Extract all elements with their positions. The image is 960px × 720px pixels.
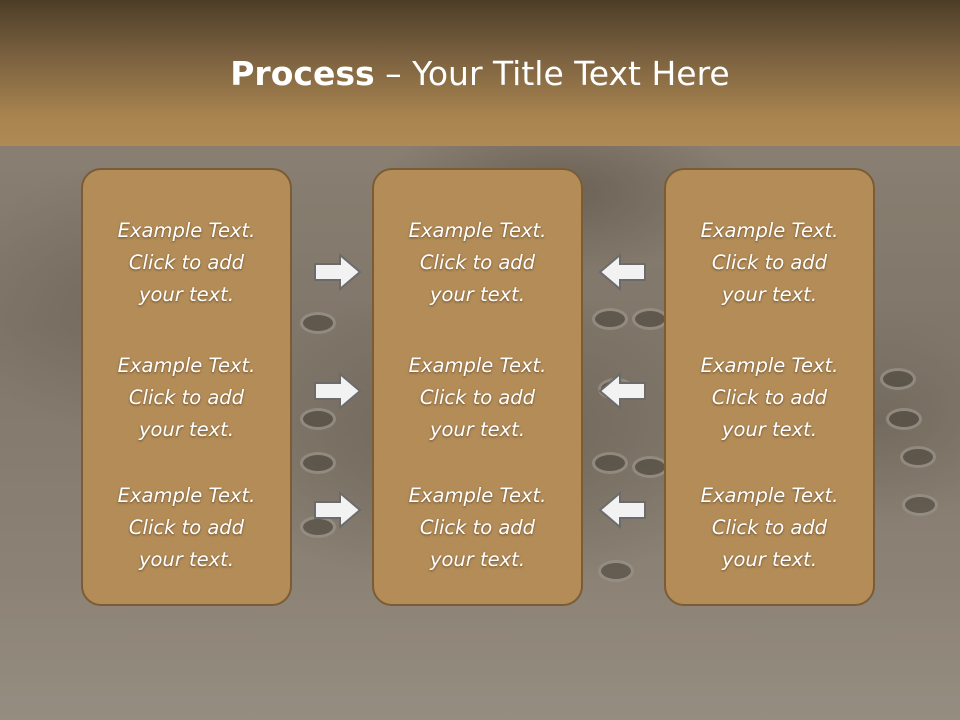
- placeholder-line: Example Text.: [408, 219, 547, 242]
- slide-title[interactable]: Process – Your Title Text Here: [0, 52, 960, 96]
- text-placeholder[interactable]: Example Text. Click to add your text.: [83, 215, 290, 311]
- placeholder-line: Example Text.: [117, 219, 256, 242]
- placeholder-line: your text.: [429, 283, 526, 306]
- placeholder-line: Click to add: [128, 516, 245, 539]
- placeholder-line: Example Text.: [700, 219, 839, 242]
- placeholder-line: Click to add: [419, 251, 536, 274]
- title-bold: Process: [230, 54, 375, 93]
- left-arrow-icon: [597, 491, 647, 529]
- process-column-center: Example Text. Click to add your text. Ex…: [372, 168, 583, 606]
- placeholder-line: Example Text.: [700, 354, 839, 377]
- placeholder-line: your text.: [721, 283, 818, 306]
- text-placeholder[interactable]: Example Text. Click to add your text.: [666, 215, 873, 311]
- title-rest: – Your Title Text Here: [374, 54, 730, 93]
- placeholder-line: Click to add: [128, 251, 245, 274]
- placeholder-line: your text.: [138, 283, 235, 306]
- process-column-right: Example Text. Click to add your text. Ex…: [664, 168, 875, 606]
- placeholder-line: Click to add: [419, 386, 536, 409]
- text-placeholder[interactable]: Example Text. Click to add your text.: [374, 350, 581, 446]
- placeholder-line: Example Text.: [117, 484, 256, 507]
- placeholder-line: Click to add: [711, 251, 828, 274]
- placeholder-line: Example Text.: [408, 354, 547, 377]
- placeholder-line: Example Text.: [408, 484, 547, 507]
- placeholder-line: Click to add: [128, 386, 245, 409]
- title-bar: [0, 0, 960, 146]
- right-arrow-icon: [313, 491, 363, 529]
- placeholder-line: your text.: [429, 418, 526, 441]
- placeholder-line: your text.: [138, 548, 235, 571]
- placeholder-line: your text.: [429, 548, 526, 571]
- text-placeholder[interactable]: Example Text. Click to add your text.: [374, 215, 581, 311]
- placeholder-line: Example Text.: [700, 484, 839, 507]
- placeholder-line: Example Text.: [117, 354, 256, 377]
- text-placeholder[interactable]: Example Text. Click to add your text.: [374, 480, 581, 576]
- placeholder-line: your text.: [138, 418, 235, 441]
- placeholder-line: Click to add: [419, 516, 536, 539]
- placeholder-line: Click to add: [711, 386, 828, 409]
- text-placeholder[interactable]: Example Text. Click to add your text.: [666, 480, 873, 576]
- placeholder-line: your text.: [721, 548, 818, 571]
- text-placeholder[interactable]: Example Text. Click to add your text.: [83, 350, 290, 446]
- process-column-left: Example Text. Click to add your text. Ex…: [81, 168, 292, 606]
- right-arrow-icon: [313, 372, 363, 410]
- right-arrow-icon: [313, 253, 363, 291]
- placeholder-line: Click to add: [711, 516, 828, 539]
- text-placeholder[interactable]: Example Text. Click to add your text.: [83, 480, 290, 576]
- left-arrow-icon: [597, 372, 647, 410]
- placeholder-line: your text.: [721, 418, 818, 441]
- text-placeholder[interactable]: Example Text. Click to add your text.: [666, 350, 873, 446]
- left-arrow-icon: [597, 253, 647, 291]
